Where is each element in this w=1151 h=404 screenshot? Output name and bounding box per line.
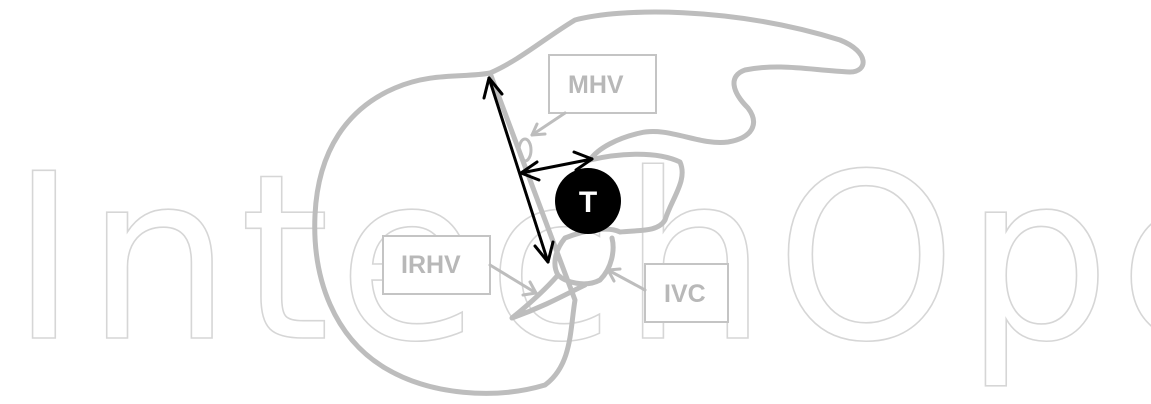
tumor-marker: T: [555, 168, 621, 234]
ivc-pointer-arrow: [606, 267, 647, 292]
ivc-label: IVC: [664, 280, 706, 308]
tumor-label: T: [579, 186, 597, 219]
irhv-label-box: IRHV: [382, 235, 491, 295]
mhv-vessel: [517, 137, 533, 163]
horizontal-distance-arrow: [519, 150, 594, 182]
liver-outline: [312, 9, 866, 396]
mhv-pointer-arrow: [530, 111, 567, 137]
tumor-circle: [555, 168, 621, 234]
mhv-label-box: MHV: [548, 54, 657, 114]
mhv-label: MHV: [568, 71, 624, 99]
irhv-label: IRHV: [401, 251, 461, 279]
vertical-distance-arrow: [482, 76, 555, 264]
ivc-label-box: IVC: [644, 263, 729, 323]
irhv-pointer-arrow: [488, 263, 538, 297]
